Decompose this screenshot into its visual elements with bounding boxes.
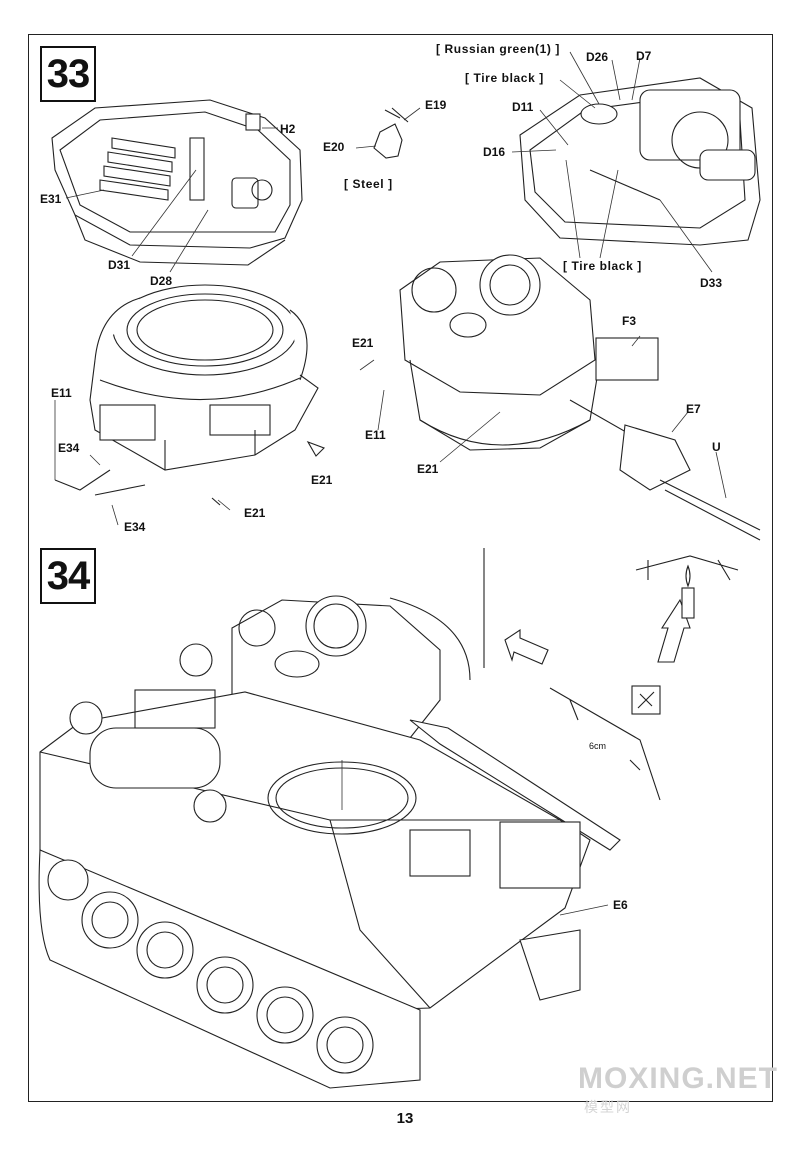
turret-shell-left	[54, 284, 325, 526]
callout-e34-bottom: E34	[124, 520, 146, 534]
callout-e7: E7	[686, 402, 701, 416]
callout-d16: D16	[483, 145, 506, 159]
callout-e21-right: E21	[311, 473, 333, 487]
watermark-cjk: 模型网	[584, 1099, 632, 1115]
step-33-number: 33	[40, 46, 96, 102]
callout-e19: E19	[425, 98, 447, 112]
hull-interior-upper-right	[511, 51, 761, 273]
callout-d31: D31	[108, 258, 131, 272]
callout-d7: D7	[636, 49, 652, 63]
note-russian-green: [ Russian green(1) ]	[436, 42, 561, 56]
turret-interior-upper-left	[51, 99, 303, 273]
callout-e6: E6	[613, 898, 628, 912]
callout-h2: H2	[280, 122, 296, 136]
part-e19-e20	[355, 107, 421, 159]
callout-f3: F3	[622, 314, 637, 328]
callout-e21-mid: E21	[417, 462, 439, 476]
measure-6cm: 6cm	[589, 741, 607, 751]
callout-e11-left: E11	[51, 386, 72, 400]
page-number: 13	[396, 1110, 414, 1127]
step-34-number: 34	[40, 548, 96, 604]
callout-e21-bottom: E21	[244, 506, 266, 520]
note-tire-black-bottom: [ Tire black ]	[563, 259, 642, 273]
callout-e21-turret: E21	[352, 336, 374, 350]
note-tire-black-top: [ Tire black ]	[465, 71, 544, 85]
callout-u: U	[712, 440, 721, 454]
note-steel: [ Steel ]	[344, 177, 393, 191]
watermark-text: MOXING.NET	[578, 1062, 779, 1095]
callout-d28: D28	[150, 274, 173, 288]
callout-d26: D26	[586, 50, 609, 64]
turret-with-gun	[359, 254, 761, 541]
antenna-and-arrows	[389, 548, 739, 801]
callout-d11: D11	[512, 100, 534, 114]
callout-e20: E20	[323, 140, 345, 154]
callout-e34-top: E34	[58, 441, 80, 455]
page-frame	[28, 34, 773, 1102]
callout-d33: D33	[700, 276, 723, 290]
callout-e11-turret: E11	[365, 428, 386, 442]
callout-e31: E31	[40, 192, 62, 206]
tank-assembly	[38, 595, 621, 1089]
